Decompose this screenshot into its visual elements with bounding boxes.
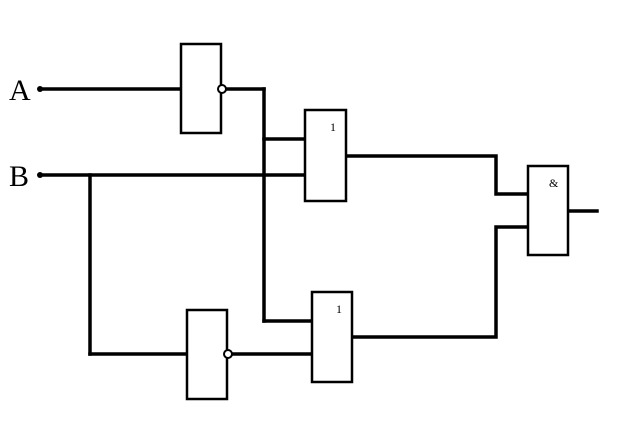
and-gate-label: & (549, 176, 559, 190)
not-gate-bottom-body (185, 308, 229, 401)
and-gate-body (526, 164, 570, 257)
or-gate-top-body (303, 108, 348, 203)
not-gate-top (179, 42, 227, 135)
wire-or-bottom-to-and-in2 (351, 225, 530, 339)
or-gate-top: 1 (303, 108, 348, 203)
not-gate-bottom (185, 308, 233, 401)
or-gate-bottom-body (310, 290, 354, 384)
not-gate-top-bubble (217, 84, 227, 94)
wires (38, 87, 599, 356)
or-gate-bottom: 1 (310, 290, 354, 384)
not-gate-bottom-bubble (223, 349, 233, 359)
and-gate: & (526, 164, 570, 257)
input-a-label: A (9, 74, 31, 107)
or-gate-bottom-label: 1 (336, 302, 342, 316)
input-b-label: B (9, 160, 29, 193)
wire-or-top-to-and-in1 (345, 154, 530, 196)
not-gate-top-body (179, 42, 223, 135)
or-gate-top-label: 1 (330, 120, 336, 134)
